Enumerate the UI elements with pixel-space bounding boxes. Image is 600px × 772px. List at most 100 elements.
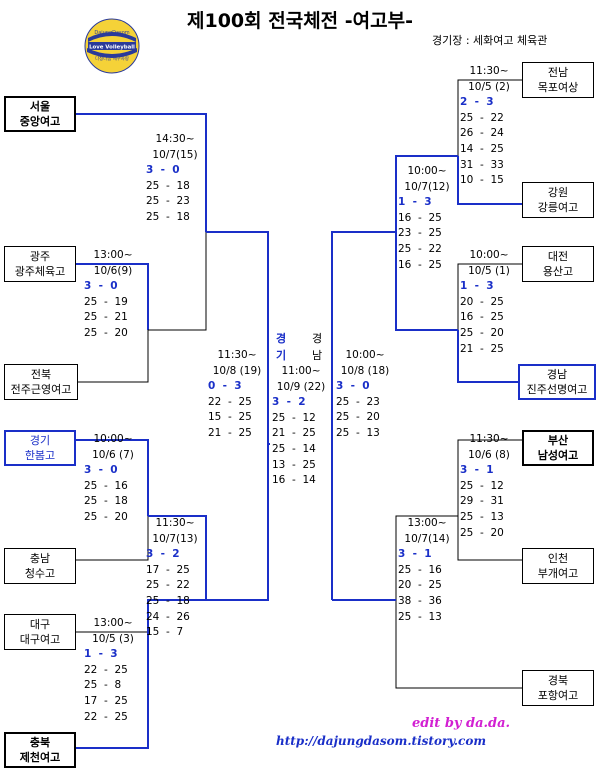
team-region: 경남 [546, 368, 568, 381]
team-region: 대구 [29, 618, 51, 631]
set-score: 21 - 25 [272, 427, 316, 440]
page-title: 제100회 전국체전 -여고부- [187, 10, 413, 32]
team-region: 경북 [547, 674, 569, 687]
match-time: 11:30~ [155, 517, 195, 529]
match-date: 10/8 (18) [340, 364, 390, 377]
set-score: 20 - 25 [398, 579, 442, 592]
set-score: 25 - 20 [84, 510, 128, 523]
set-score: 16 - 25 [398, 211, 442, 224]
team-busan: 부산 남성여고 [522, 430, 594, 466]
team-school: 전주근영여고 [10, 383, 72, 396]
line-sf1-join [148, 232, 207, 331]
set-score: 10 - 15 [460, 174, 504, 187]
set-score: 25 - 20 [336, 411, 380, 424]
team-daejeon: 대전 용산고 [522, 246, 594, 282]
team-region: 전북 [30, 368, 52, 381]
team-daegu: 대구 대구여고 [4, 614, 76, 650]
set-score: 22 - 25 [208, 395, 252, 408]
set-score: 25 - 14 [272, 442, 316, 455]
team-seoul: 서울 중앙여고 [4, 96, 76, 132]
team-chungnam: 충남 청수고 [4, 548, 76, 584]
match-time: 13:00~ [93, 617, 133, 629]
set-score: 16 - 25 [460, 311, 504, 324]
set-score: 17 - 25 [84, 694, 128, 707]
set-score: 25 - 22 [146, 579, 190, 592]
line-seoul [76, 113, 207, 232]
set-score: 29 - 31 [460, 495, 504, 508]
match-time: 10:00~ [93, 433, 133, 445]
line-rsf1-out [331, 231, 396, 600]
match-date: 10/7(14) [404, 532, 450, 545]
team-region: 충북 [29, 736, 51, 749]
match-date: 10/7(13) [152, 532, 198, 545]
team-school: 대구여고 [19, 633, 61, 646]
set-score: 25 - 8 [84, 679, 122, 692]
line-jeonbuk [76, 330, 149, 383]
set-score: 25 - 16 [84, 479, 128, 492]
match-result: 3 - 0 [146, 164, 180, 177]
team-region: 경기 [29, 434, 51, 447]
credit-url: http://dajungdasom.tistory.com [276, 734, 487, 748]
set-score: 15 - 25 [208, 411, 252, 424]
team-gyeongbuk: 경북 포항여고 [522, 670, 594, 706]
set-score: 22 - 25 [84, 663, 128, 676]
line-daejeon [457, 263, 522, 330]
match-result: 2 - 3 [460, 96, 494, 109]
team-region: 충남 [29, 552, 51, 565]
team-region: 부산 [547, 434, 569, 447]
set-score: 25 - 18 [84, 495, 128, 508]
match-time: 11:30~ [469, 65, 509, 77]
venue-label: 경기장 : 세화여고 체육관 [432, 34, 548, 47]
team-region: 광주 [29, 250, 51, 263]
team-school: 포항여고 [537, 689, 579, 702]
match-result: 1 - 3 [84, 648, 118, 661]
match-result: 3 - 1 [398, 548, 432, 561]
match-time: 13:00~ [93, 249, 133, 261]
team-school: 청수고 [24, 567, 56, 580]
team-region: 대전 [547, 250, 569, 263]
match-time: 13:00~ [407, 517, 447, 529]
match-time: 10:00~ [469, 249, 509, 261]
set-score: 25 - 12 [460, 479, 504, 492]
set-score: 25 - 12 [272, 411, 316, 424]
match-time: 10:00~ [345, 349, 385, 361]
team-region: 서울 [29, 100, 51, 113]
match-result: 1 - 3 [460, 280, 494, 293]
set-score: 25 - 18 [146, 179, 190, 192]
set-score: 25 - 16 [398, 563, 442, 576]
team-gyeongnam: 경남 진주선명여고 [518, 364, 596, 400]
set-score: 25 - 22 [460, 111, 504, 124]
set-score: 25 - 13 [398, 610, 442, 623]
set-score: 16 - 14 [272, 474, 316, 487]
team-incheon: 인천 부개여고 [522, 548, 594, 584]
credit-editor: edit by da.da. [412, 716, 511, 731]
match-result: 3 - 0 [84, 280, 118, 293]
line-qf2-join [148, 515, 207, 600]
team-school: 용산고 [542, 265, 574, 278]
match-result: 3 - 2 [146, 548, 180, 561]
match-result: 0 - 3 [208, 380, 242, 393]
set-score: 25 - 20 [84, 326, 128, 339]
match-date: 10/7(15) [152, 148, 198, 161]
team-gyeonggi: 경기 한봄고 [4, 430, 76, 466]
set-score: 21 - 25 [460, 342, 504, 355]
match-date: 10/5 (3) [92, 632, 134, 645]
team-school: 목포여상 [537, 81, 579, 94]
set-score: 22 - 25 [84, 710, 128, 723]
match-result: 3 - 0 [336, 380, 370, 393]
line-gyeongnam [457, 330, 522, 383]
match-result: 1 - 3 [398, 196, 432, 209]
line-gyeonggi [76, 439, 149, 516]
set-score: 25 - 21 [84, 311, 128, 324]
match-result: 3 - 2 [272, 396, 306, 409]
set-score: 25 - 13 [460, 510, 504, 523]
set-score: 13 - 25 [272, 458, 316, 471]
final-label-left: 경 기 [276, 332, 287, 362]
match-time: 14:30~ [155, 133, 195, 145]
